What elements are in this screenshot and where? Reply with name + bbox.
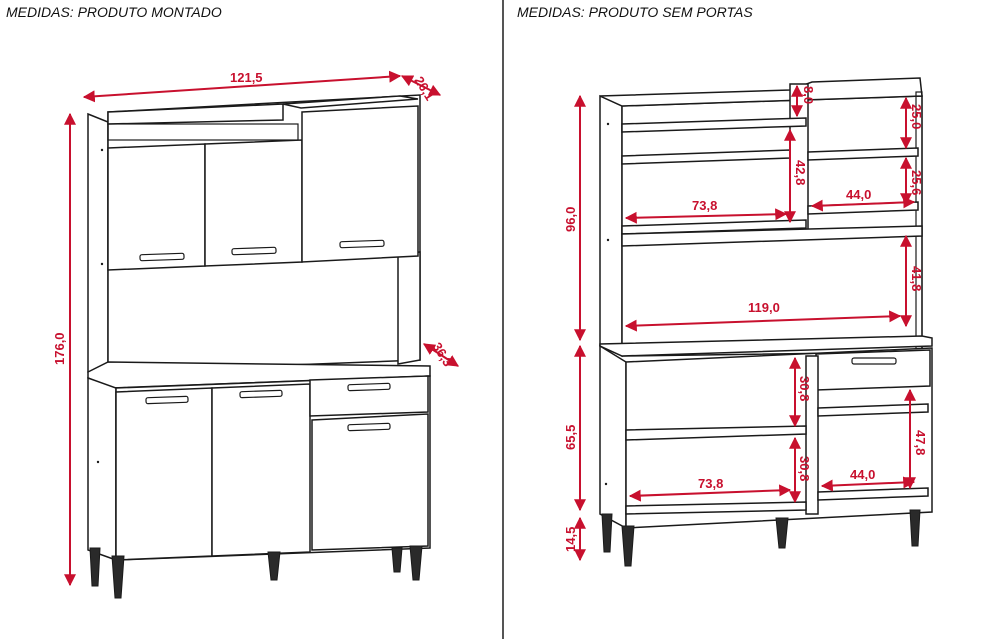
right-dim-shelf-119: 119,0 xyxy=(748,300,780,315)
right-dim-shelf-44-top: 44,0 xyxy=(846,187,871,202)
doorless-cabinet xyxy=(599,77,933,567)
right-dim-shelf-44-bottom: 44,0 xyxy=(850,467,875,482)
left-dim-height: 176,0 xyxy=(52,332,67,365)
left-dim-width: 121,5 xyxy=(230,70,263,85)
right-dim-niche-25-6: 25,6 xyxy=(909,170,924,195)
right-dim-niche-25: 25,0 xyxy=(909,104,924,129)
right-dim-niche-41-8: 41,8 xyxy=(909,266,924,291)
right-dim-lower-47-8: 47,8 xyxy=(913,430,928,455)
assembled-cabinet xyxy=(87,94,431,599)
right-dim-upper-height: 96,0 xyxy=(563,207,578,232)
left-dim-depth-bottom: 36,3 xyxy=(429,340,455,369)
right-dim-leg-height: 14,5 xyxy=(563,527,578,552)
right-dim-lower-height: 65,5 xyxy=(563,425,578,450)
right-dim-shelf-73-8-top: 73,8 xyxy=(692,198,717,213)
right-dim-niche-42-8: 42,8 xyxy=(793,160,808,185)
right-dim-lower-30-8-a: 30,8 xyxy=(797,376,812,401)
left-view-title: MEDIDAS: PRODUTO MONTADO xyxy=(6,4,222,20)
right-view-title: MEDIDAS: PRODUTO SEM PORTAS xyxy=(517,4,753,20)
right-dim-shelf-73-8-bottom: 73,8 xyxy=(698,476,723,491)
right-dim-lower-30-8-b: 30,8 xyxy=(797,456,812,481)
right-dim-top-gap: 8,0 xyxy=(801,86,816,104)
